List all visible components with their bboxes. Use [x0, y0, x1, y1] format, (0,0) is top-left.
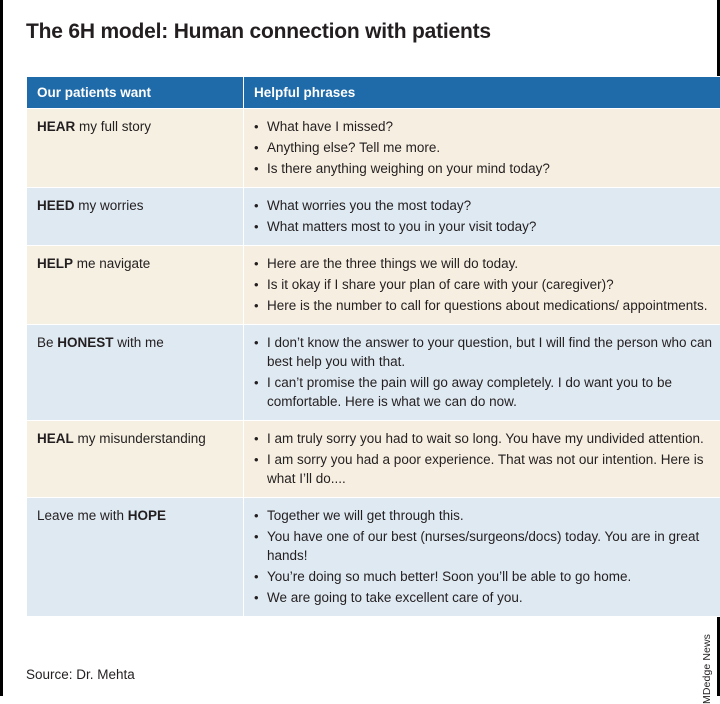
want-keyword: HEAR	[37, 119, 75, 134]
list-item: I can’t promise the pain will go away co…	[254, 373, 720, 411]
table-row: HEAR my full story What have I missed? A…	[27, 109, 720, 188]
phrase-list: I don’t know the answer to your question…	[254, 333, 720, 411]
column-header-patients-want: Our patients want	[27, 77, 244, 109]
want-cell: HEAR my full story	[27, 109, 244, 188]
list-item: You have one of our best (nurses/surgeon…	[254, 527, 720, 565]
want-keyword: HOPE	[128, 508, 166, 523]
list-item: Here are the three things we will do tod…	[254, 254, 720, 273]
phrases-cell: I don’t know the answer to your question…	[244, 325, 720, 421]
table-header-row: Our patients want Helpful phrases	[27, 77, 720, 109]
want-keyword: HEED	[37, 198, 75, 213]
phrase-list: Together we will get through this. You h…	[254, 506, 720, 607]
phrases-cell: Together we will get through this. You h…	[244, 498, 720, 617]
phrase-list: What worries you the most today? What ma…	[254, 196, 720, 236]
phrases-cell: What have I missed? Anything else? Tell …	[244, 109, 720, 188]
list-item: We are going to take excellent care of y…	[254, 588, 720, 607]
six-h-model-table: Our patients want Helpful phrases HEAR m…	[26, 76, 720, 617]
want-suffix: my worries	[75, 198, 144, 213]
list-item: You’re doing so much better! Soon you’ll…	[254, 567, 720, 586]
want-cell: Be HONEST with me	[27, 325, 244, 421]
table-row: HEED my worries What worries you the mos…	[27, 188, 720, 246]
want-keyword: HONEST	[57, 335, 113, 350]
want-prefix: Be	[37, 335, 57, 350]
source-note: Source: Dr. Mehta	[26, 667, 135, 682]
want-suffix: me navigate	[73, 256, 150, 271]
list-item: What worries you the most today?	[254, 196, 720, 215]
list-item: Is it okay if I share your plan of care …	[254, 275, 720, 294]
want-keyword: HELP	[37, 256, 73, 271]
table-row: Leave me with HOPE Together we will get …	[27, 498, 720, 617]
left-edge-rule	[0, 0, 3, 696]
list-item: I am sorry you had a poor experience. Th…	[254, 450, 720, 488]
want-suffix: with me	[114, 335, 164, 350]
want-cell: Leave me with HOPE	[27, 498, 244, 617]
phrases-cell: Here are the three things we will do tod…	[244, 246, 720, 325]
column-header-helpful-phrases: Helpful phrases	[244, 77, 720, 109]
list-item: What have I missed?	[254, 117, 720, 136]
list-item: Anything else? Tell me more.	[254, 138, 720, 157]
want-keyword: HEAL	[37, 431, 74, 446]
want-prefix: Leave me with	[37, 508, 128, 523]
phrase-list: Here are the three things we will do tod…	[254, 254, 720, 315]
phrases-cell: I am truly sorry you had to wait so long…	[244, 421, 720, 498]
list-item: I don’t know the answer to your question…	[254, 333, 720, 371]
table-row: HEAL my misunderstanding I am truly sorr…	[27, 421, 720, 498]
list-item: I am truly sorry you had to wait so long…	[254, 429, 720, 448]
phrase-list: What have I missed? Anything else? Tell …	[254, 117, 720, 178]
phrases-cell: What worries you the most today? What ma…	[244, 188, 720, 246]
page-title: The 6H model: Human connection with pati…	[26, 20, 491, 44]
list-item: What matters most to you in your visit t…	[254, 217, 720, 236]
table-row: Be HONEST with me I don’t know the answe…	[27, 325, 720, 421]
table-row: HELP me navigate Here are the three thin…	[27, 246, 720, 325]
want-cell: HELP me navigate	[27, 246, 244, 325]
list-item: Is there anything weighing on your mind …	[254, 159, 720, 178]
want-cell: HEAL my misunderstanding	[27, 421, 244, 498]
publisher-credit: MDedge News	[701, 634, 713, 704]
list-item: Here is the number to call for questions…	[254, 296, 720, 315]
phrase-list: I am truly sorry you had to wait so long…	[254, 429, 720, 488]
want-suffix: my misunderstanding	[74, 431, 206, 446]
list-item: Together we will get through this.	[254, 506, 720, 525]
want-suffix: my full story	[75, 119, 151, 134]
want-cell: HEED my worries	[27, 188, 244, 246]
